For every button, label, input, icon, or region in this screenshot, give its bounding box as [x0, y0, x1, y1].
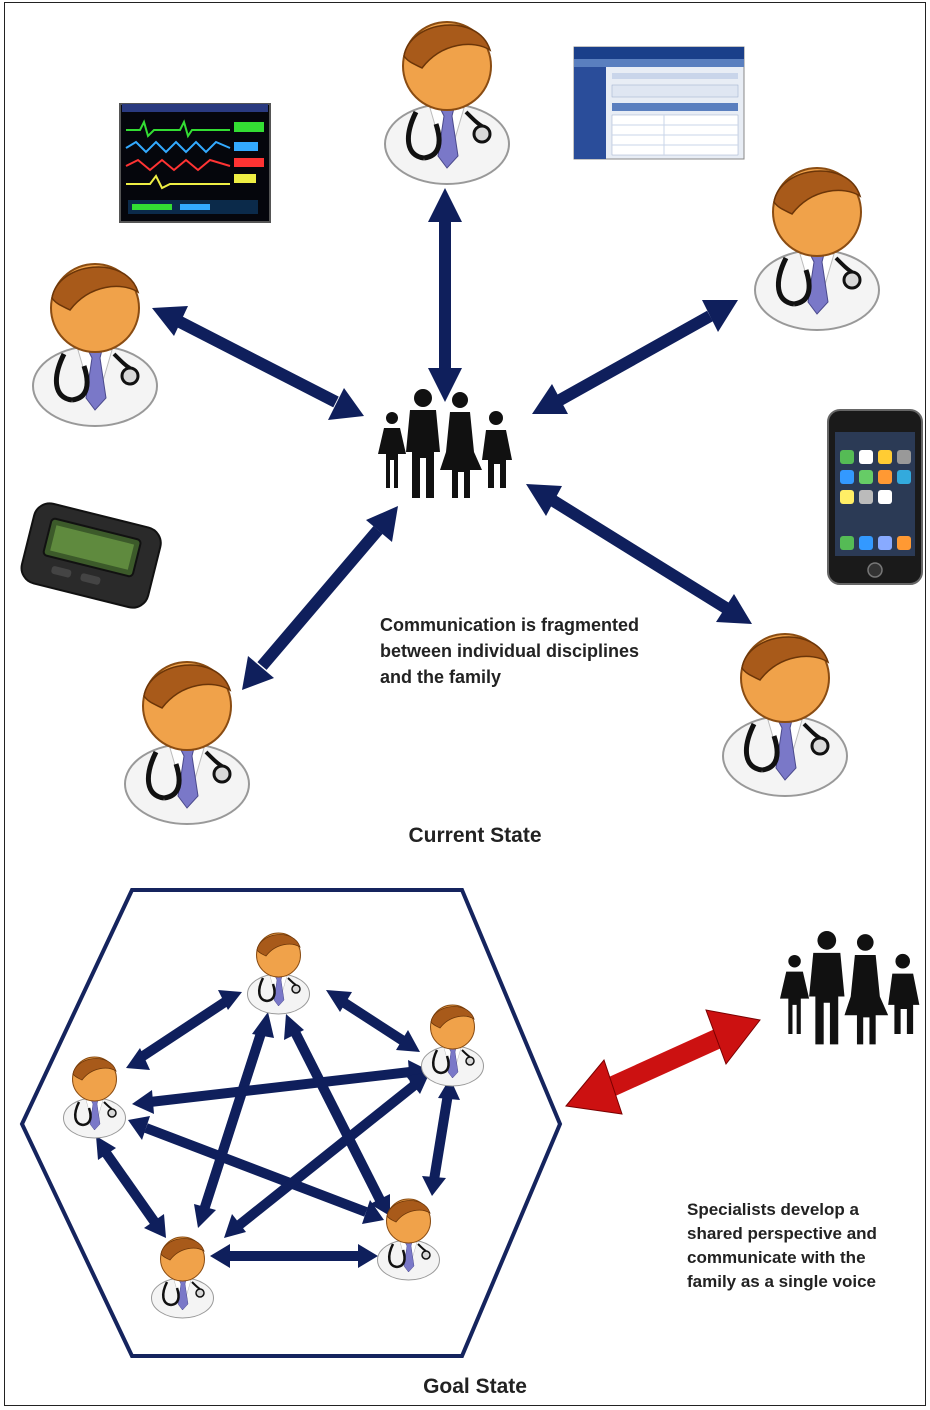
- arrow-right-lower-head-b: [716, 594, 752, 624]
- doctor-icon: [723, 634, 847, 796]
- doctor-icon: [246, 931, 311, 1016]
- ehr-screen-icon: [573, 46, 745, 160]
- goal-state-caption: Specialists develop a shared perspective…: [687, 1200, 877, 1291]
- edge-left-lowerleft: [99, 1147, 161, 1227]
- arrow-left-upper: [177, 316, 339, 408]
- edge-bottom-head-b: [358, 1244, 378, 1268]
- doctor-icon: [125, 662, 249, 824]
- arrow-left-lower: [257, 526, 383, 670]
- edge-top-right: [337, 995, 411, 1049]
- doctor-icon: [755, 168, 879, 330]
- goal-state-label: Goal State: [423, 1375, 527, 1398]
- diag-left-lowerright-head-a: [128, 1116, 150, 1140]
- diag-right-lowerleft-head-b: [224, 1214, 246, 1238]
- doctor-icon: [150, 1235, 215, 1320]
- edge-left-lowerleft-head-a: [96, 1136, 116, 1160]
- figure-frame: [4, 2, 926, 1406]
- diag-top-lowerleft: [199, 1028, 267, 1212]
- arrow-right-upper-head-a: [702, 300, 738, 332]
- current-arrows: [152, 188, 752, 690]
- doctor-icon: [33, 264, 157, 426]
- family-icon: [378, 389, 512, 498]
- edge-top-left-head-a: [218, 990, 242, 1010]
- diag-top-lowerleft-head-a: [252, 1012, 274, 1038]
- edge-right-lowerright-head-a: [438, 1078, 460, 1100]
- family-icon: [780, 931, 920, 1045]
- arrow-right-upper-head-b: [532, 384, 568, 414]
- red-arrow: [565, 1009, 761, 1115]
- arrow-top-head-a: [428, 188, 462, 222]
- current-state-caption: Communication is fragmented between indi…: [380, 615, 640, 687]
- edge-right-lowerright: [429, 1093, 453, 1181]
- edge-bottom-head-a: [210, 1244, 230, 1268]
- edge-right-lowerright-head-b: [422, 1176, 446, 1196]
- diag-top-lowerleft-head-b: [194, 1204, 216, 1228]
- edge-left-lowerleft-head-b: [144, 1214, 166, 1238]
- diag-left-right: [149, 1067, 411, 1107]
- diag-top-lowerright: [289, 1027, 385, 1203]
- smartphone-icon: [827, 409, 923, 585]
- doctor-icon: [62, 1055, 127, 1140]
- arrow-left-lower-head-b: [242, 656, 274, 690]
- edge-top-right-head-a: [326, 990, 352, 1012]
- diag-top-lowerright-head-a: [284, 1014, 304, 1040]
- diag-left-right-head-a: [132, 1090, 154, 1114]
- arrow-right-lower-head-a: [526, 484, 562, 516]
- edge-top-left: [137, 995, 231, 1063]
- edge-top-left-head-b: [126, 1048, 150, 1070]
- doctor-icon: [385, 22, 509, 184]
- team-hexagon: [19, 888, 563, 1358]
- doctor-icon: [420, 1003, 485, 1088]
- arrow-left-lower-head-a: [366, 506, 398, 542]
- diag-left-lowerright: [144, 1123, 368, 1217]
- edge-top-right-head-b: [396, 1030, 420, 1052]
- arrow-right-lower: [548, 494, 730, 614]
- arrow-right-upper: [557, 310, 713, 406]
- arrow-left-upper-head-a: [152, 306, 188, 336]
- diag-right-lowerleft: [234, 1080, 420, 1230]
- pager-icon: [20, 502, 162, 609]
- current-state-label: Current State: [408, 824, 542, 847]
- diag-right-lowerleft-head-a: [406, 1072, 430, 1094]
- diag-top-lowerright-head-b: [370, 1194, 390, 1216]
- vital-signs-monitor-icon: [119, 103, 271, 223]
- arrow-top-head-b: [428, 368, 462, 402]
- arrow-left-upper-head-b: [328, 388, 364, 420]
- diag-left-lowerright-head-b: [362, 1200, 384, 1224]
- team-arrows: [96, 990, 460, 1268]
